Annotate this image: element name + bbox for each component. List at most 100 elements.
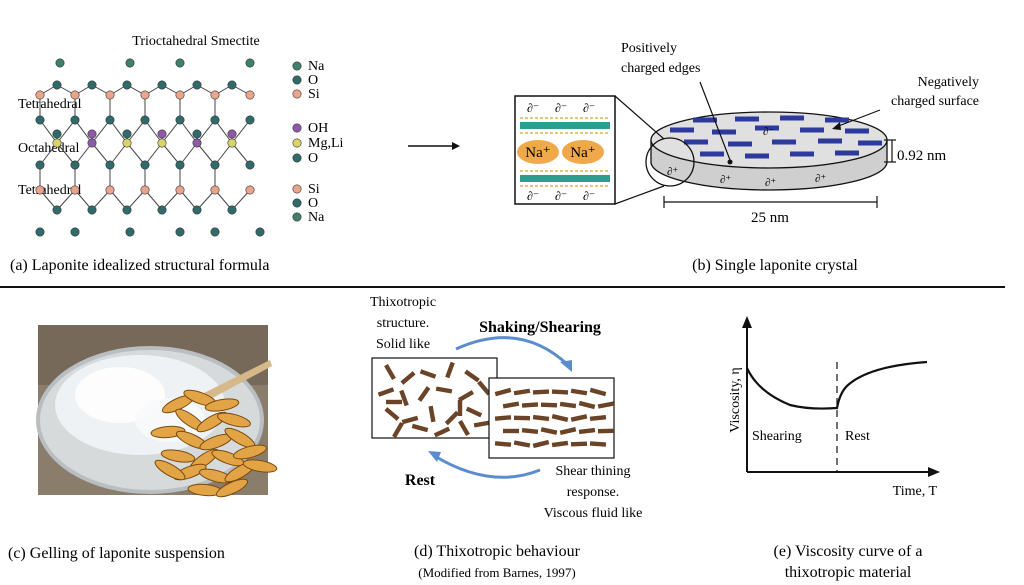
disc-pos-charge-1: ∂⁺ (667, 166, 678, 178)
clay-rod (494, 387, 512, 397)
edge-pointer-line (699, 81, 731, 161)
o-atom (210, 115, 220, 125)
inset-neg-charge-3: ∂⁻ (583, 101, 595, 115)
legend-label-o-top: O (308, 73, 318, 88)
clay-rod (444, 410, 460, 426)
caption-c: (c) Gelling of laponite suspension (8, 545, 225, 562)
na-atom (245, 58, 255, 68)
surface-charge-bar (800, 127, 824, 133)
edge-pointer-dot (727, 159, 733, 165)
layer-label-tetrahedral-top: Tetrahedral (18, 97, 82, 112)
spatula (200, 360, 272, 402)
clay-rod (551, 440, 569, 448)
o-atom (70, 160, 80, 170)
region-label-rest: Rest (845, 429, 870, 444)
bond-line (161, 119, 181, 144)
label-positive-edges-2: charged edges (621, 61, 700, 76)
clay-rod (457, 390, 475, 402)
si-atom (35, 90, 45, 100)
oh-atom (122, 129, 132, 139)
o-atom (192, 80, 202, 90)
clay-rod (503, 428, 519, 434)
o-atom (245, 160, 255, 170)
oh-atom (227, 129, 237, 139)
bond-line (91, 142, 111, 166)
clay-rod (597, 401, 615, 409)
rice-grain (204, 398, 240, 412)
layer-label-tetrahedral-bottom: Tetrahedral (18, 183, 82, 198)
arrow-a-to-b (408, 142, 460, 150)
ion-label-1: Na⁺ (525, 145, 550, 161)
na-atom (210, 227, 220, 237)
surface-charge-bar (858, 140, 882, 146)
disc-pos-charge-4: ∂⁺ (815, 173, 826, 185)
caption-b: (b) Single laponite crystal (692, 257, 858, 274)
si-atom (105, 185, 115, 195)
o-atom (192, 205, 202, 215)
inset-neg-charge-5: ∂⁻ (555, 189, 567, 203)
shaking-label: Shaking/Shearing (479, 319, 601, 336)
surface-charge-bar (845, 128, 869, 134)
clay-rod (494, 415, 512, 421)
mg-li-atom (227, 138, 237, 148)
clay-rod (551, 389, 569, 395)
thickness-label: 0.92 nm (897, 148, 947, 164)
bond-line (74, 142, 93, 166)
structure-text-1: Thixotropic (370, 295, 436, 310)
disc-pos-charge-2: ∂⁺ (720, 174, 731, 186)
clay-rod (559, 427, 577, 435)
clay-rod (435, 386, 453, 394)
clay-rod (559, 401, 577, 409)
bond-line (179, 142, 198, 166)
inset-teal-layer (520, 175, 610, 182)
bond-line (231, 142, 251, 166)
bond-line (144, 142, 163, 166)
panel-a: Trioctahedral Smectite Tetrahedral Octah… (10, 34, 344, 274)
na-atom (175, 227, 185, 237)
bond-line (214, 119, 233, 144)
structure-atoms (35, 58, 265, 237)
surface-charge-bar (693, 117, 717, 123)
bond-line (109, 142, 128, 166)
o-atom (70, 115, 80, 125)
legend-label-oh: OH (308, 121, 328, 136)
o-atom (35, 160, 45, 170)
legend-dot (292, 153, 302, 163)
bond-line (109, 119, 128, 144)
panel-e: Viscosity, η Time, T Shearing Rest (e) V… (728, 316, 940, 581)
rice-grain (233, 444, 267, 460)
clay-rod (400, 371, 416, 385)
inset-neg-charge-2: ∂⁻ (555, 101, 567, 115)
clay-rod (597, 428, 615, 434)
legend-label-na-bottom: Na (308, 210, 325, 225)
si-atom (210, 185, 220, 195)
caption-d-source: (Modified from Barnes, 1997) (418, 565, 575, 580)
mg-li-atom (122, 138, 132, 148)
na-atom (35, 227, 45, 237)
si-atom (70, 90, 80, 100)
x-axis-label: Time, T (893, 484, 938, 499)
legend-dot (292, 138, 302, 148)
clay-rod (532, 414, 550, 422)
clay-rod (570, 441, 588, 447)
label-negative-surface-1: Negatively (918, 75, 979, 90)
clay-rod (578, 400, 596, 410)
bond-line (126, 119, 146, 144)
inset-neg-charge-4: ∂⁻ (527, 189, 539, 203)
crystal-surface-bars (670, 115, 882, 159)
surface-charge-bar (735, 116, 759, 122)
structure-text-2: structure. (377, 316, 429, 331)
surface-pointer-line (835, 109, 881, 128)
na-atom (55, 58, 65, 68)
clay-rod (457, 400, 463, 416)
surface-charge-bar (712, 129, 736, 135)
legend-label-o-mid: O (308, 151, 318, 166)
clay-rod (377, 387, 395, 397)
mg-li-atom (52, 138, 62, 148)
rice-grain-cluster (150, 389, 278, 498)
clay-rod (570, 388, 588, 396)
si-atom (245, 90, 255, 100)
rice-grain (242, 459, 278, 473)
clay-rod (419, 369, 437, 379)
